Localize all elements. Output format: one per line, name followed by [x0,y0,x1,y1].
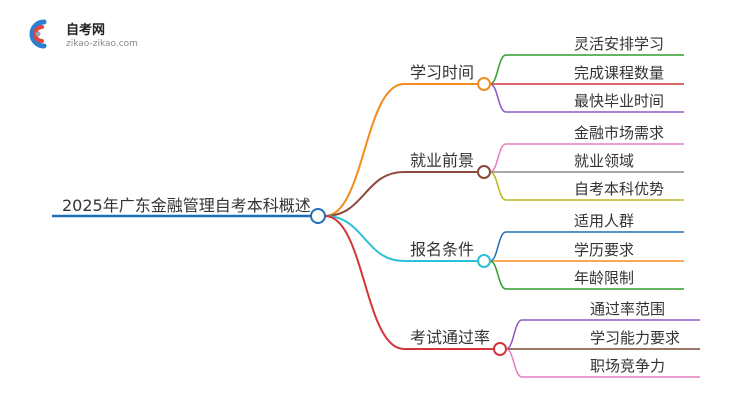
leaf-connector [489,143,507,173]
leaf-topic: 就业领域 [574,152,634,170]
logo-mark-icon [29,19,47,49]
leaf-connector [489,54,507,85]
leaf-connector [489,83,507,113]
leaf-topic: 完成课程数量 [574,64,664,82]
leaf-topic: 自考本科优势 [574,180,664,198]
leaf-connector [489,260,507,290]
branch-node-circle [477,254,491,268]
logo-name: 自考网 [66,22,105,38]
site-logo: 自考网 zikao-zikao.com [29,19,138,49]
branch-topic: 学习时间 [410,63,474,82]
leaf-topic: 灵活安排学习 [574,35,664,53]
leaf-topic: 通过率范围 [590,300,665,318]
branch-connector [324,171,405,217]
leaf-connector [489,231,507,262]
leaf-topic: 适用人群 [574,212,634,230]
branch-node-circle [477,165,491,179]
leaf-topic: 最快毕业时间 [574,92,664,110]
branch-connector [324,215,405,350]
leaf-topic: 年龄限制 [574,269,634,287]
branch-topic: 就业前景 [410,151,474,170]
leaf-topic: 学习能力要求 [590,329,680,347]
branch-node-circle [493,342,507,356]
mindmap-edges [52,54,700,378]
branch-connector [324,215,405,262]
leaf-connector [505,348,523,378]
root-topic: 2025年广东金融管理自考本科概述 [62,196,311,215]
leaf-topic: 金融市场需求 [574,124,664,142]
leaf-connector [489,171,507,201]
logo-url: zikao-zikao.com [66,39,138,49]
branch-connector [324,83,405,217]
branch-topic: 报名条件 [410,240,474,259]
mindmap-nodes: 2025年广东金融管理自考本科概述学习时间灵活安排学习完成课程数量最快毕业时间就… [62,35,680,375]
leaf-topic: 学历要求 [574,241,634,259]
leaf-topic: 职场竞争力 [590,357,665,375]
branch-topic: 考试通过率 [410,328,490,347]
branch-node-circle [477,77,491,91]
root-node-circle [310,208,326,224]
leaf-connector [505,319,523,350]
